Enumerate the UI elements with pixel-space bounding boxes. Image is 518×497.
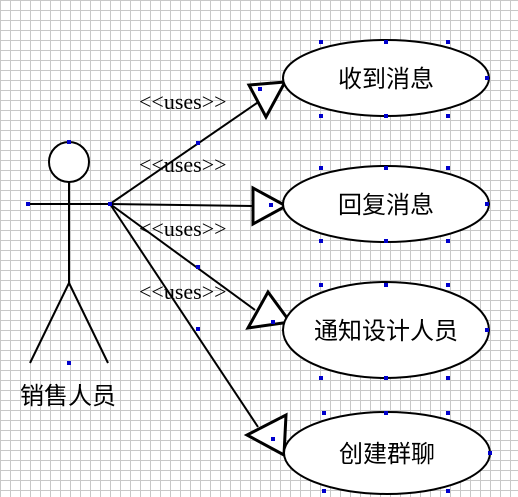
handle-marker (322, 411, 326, 415)
stereotype-labels: <<uses>> <<uses>> <<uses>> <<uses>> (139, 89, 227, 304)
handle-marker (319, 283, 323, 287)
association-line-1[interactable] (109, 93, 271, 205)
handle-marker (319, 40, 323, 44)
association-lines (109, 93, 271, 428)
actor-sales-person[interactable]: 销售人员 (20, 141, 116, 410)
handle-marker (446, 239, 450, 243)
handle-marker (319, 239, 323, 243)
handle-marker (485, 328, 489, 332)
handle-marker (258, 87, 262, 91)
handle-marker (446, 411, 450, 415)
use-case-1[interactable]: 收到消息 (282, 39, 490, 117)
use-case-label: 通知设计人员 (314, 317, 458, 345)
association-line-4[interactable] (109, 203, 259, 428)
handle-marker (384, 411, 388, 415)
stereotype-label-3: <<uses>> (139, 216, 227, 241)
actor-left-leg (29, 282, 70, 364)
actor-right-leg (68, 282, 109, 364)
handle-marker (384, 376, 388, 380)
use-case-3[interactable]: 通知设计人员 (282, 281, 490, 379)
handle-marker (67, 361, 71, 365)
handle-marker (485, 76, 489, 80)
handle-marker (485, 202, 489, 206)
handle-marker (322, 489, 326, 493)
arrowhead-1 (246, 80, 288, 121)
handle-marker (384, 283, 388, 287)
actor-head (48, 141, 90, 183)
handle-marker (384, 239, 388, 243)
association-line-3[interactable] (109, 203, 256, 311)
handle-marker (271, 437, 275, 441)
handle-marker (384, 114, 388, 118)
handle-marker (446, 166, 450, 170)
actor-label: 销售人员 (20, 382, 116, 410)
use-case-4[interactable]: 创建群聊 (283, 411, 491, 495)
arrowheads (243, 80, 293, 458)
handle-marker (196, 265, 200, 269)
use-case-label: 收到消息 (338, 65, 434, 93)
handle-marker (319, 114, 323, 118)
handle-marker (319, 166, 323, 170)
handle-marker (384, 166, 388, 170)
stereotype-label-2: <<uses>> (139, 152, 227, 177)
selection-handles (26, 40, 492, 493)
handle-marker (488, 451, 492, 455)
stereotype-label-1: <<uses>> (139, 89, 227, 114)
handle-marker (196, 327, 200, 331)
handle-marker (26, 202, 30, 206)
use-case-label: 回复消息 (338, 191, 434, 219)
use-case-2[interactable]: 回复消息 (282, 165, 490, 243)
handle-marker (446, 283, 450, 287)
handle-marker (67, 140, 71, 144)
handle-marker (196, 141, 200, 145)
handle-marker (108, 202, 112, 206)
handle-marker (446, 40, 450, 44)
arrowhead-3 (245, 289, 293, 330)
handle-marker (446, 489, 450, 493)
stereotype-label-4: <<uses>> (139, 279, 227, 304)
use-case-label: 创建群聊 (339, 440, 435, 468)
association-line-2[interactable] (109, 203, 254, 207)
handle-marker (271, 320, 275, 324)
handle-marker (269, 203, 273, 207)
arrowhead-4 (243, 412, 288, 458)
handle-marker (319, 376, 323, 380)
handle-marker (384, 40, 388, 44)
handle-marker (446, 114, 450, 118)
handle-marker (446, 376, 450, 380)
